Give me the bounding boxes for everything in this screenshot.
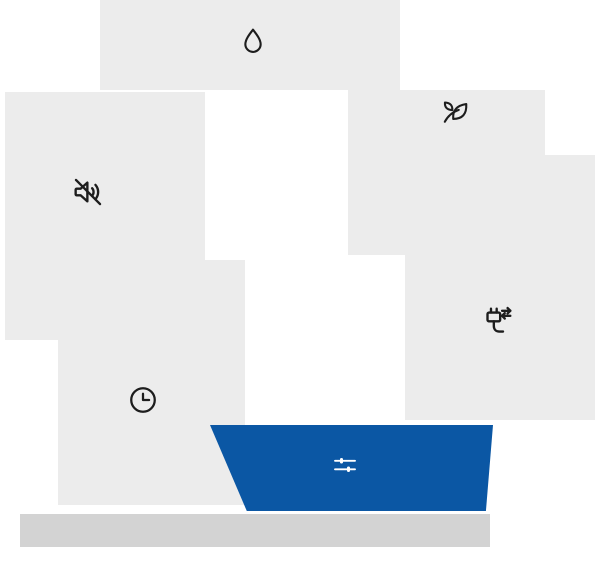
sliders-icon [330, 450, 360, 480]
clock-icon [126, 383, 160, 417]
plug-swap-icon [478, 303, 516, 341]
leaf-icon [437, 94, 473, 130]
tile-clock[interactable] [58, 260, 245, 505]
tile-plug-swap[interactable] [405, 155, 595, 420]
tile-water-drop[interactable] [100, 0, 400, 90]
funnel-button[interactable] [210, 425, 493, 511]
water-drop-icon [236, 25, 270, 59]
speaker-mute-icon [69, 173, 107, 211]
bottom-bar [20, 514, 490, 547]
